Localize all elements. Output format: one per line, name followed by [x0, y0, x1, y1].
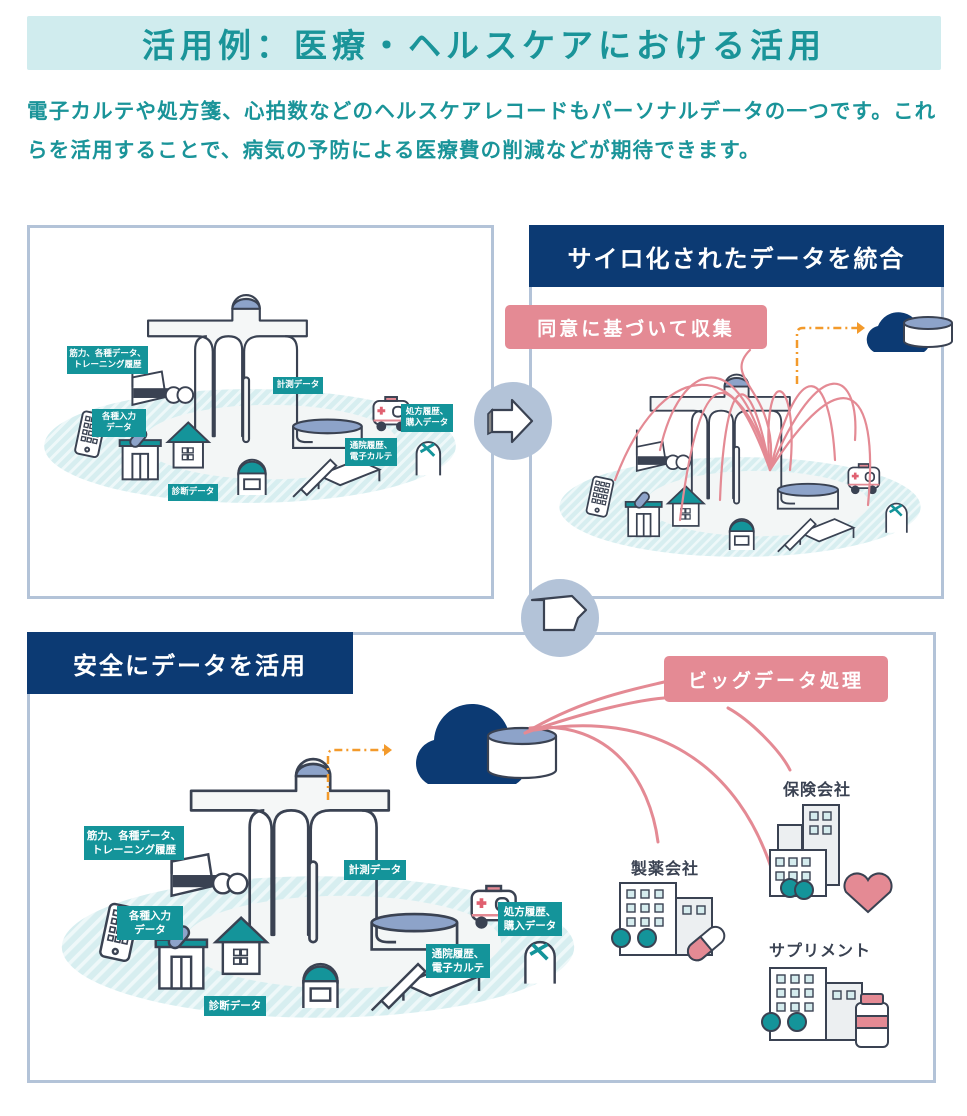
data-tag-prescription: 処方履歴、 購入データ — [498, 902, 562, 936]
tag-line: 筋力、各種データ、 — [69, 349, 146, 359]
data-tag-measurement: 計測データ — [344, 860, 406, 880]
capsule-icon — [686, 925, 726, 962]
arrow-down-left-icon — [530, 594, 588, 632]
tag-line: 電子カルテ — [349, 452, 393, 462]
data-tag-prescription: 処方履歴、 購入データ — [401, 404, 453, 432]
consent-collection-bubble: 同意に基づいて収集 — [505, 305, 767, 349]
data-tag-diagnosis: 診断データ — [168, 484, 218, 501]
data-distribution-lines — [523, 680, 792, 882]
data-tag-diagnosis: 診断データ — [204, 996, 266, 1016]
insurance-company-label: 保険会社 — [783, 780, 852, 799]
supplement-company-building-icon — [761, 967, 889, 1048]
heart-icon — [843, 872, 893, 914]
next-step-arrow-button — [521, 579, 599, 657]
tag-line: 各種入力 — [129, 910, 171, 922]
data-tag-measurement: 計測データ — [273, 377, 323, 394]
data-tag-training: 筋力、各種データ、 トレーニング履歴 — [67, 346, 148, 374]
utilize-panel-title: 安全にデータを活用 — [27, 632, 353, 694]
tag-line: データ — [134, 924, 166, 936]
arrow-right-icon — [490, 398, 534, 444]
tag-line: 診断データ — [171, 487, 215, 497]
tag-line: データ — [106, 423, 132, 433]
data-tag-input: 各種入力 データ — [92, 409, 146, 437]
page-title-bar: 活用例：医療・ヘルスケアにおける活用 — [27, 16, 941, 70]
data-tag-training: 筋力、各種データ、 トレーニング履歴 — [84, 826, 184, 860]
tag-line: 電子カルテ — [431, 962, 485, 974]
tag-line: 処方履歴、 — [503, 906, 557, 918]
supplement-company-label: サプリメント — [769, 941, 872, 960]
data-collection-arcs — [613, 348, 872, 522]
tag-line: トレーニング履歴 — [92, 844, 176, 856]
supplement-bottle-icon — [855, 993, 889, 1048]
data-tag-medical-record: 通院履歴、 電子カルテ — [426, 944, 490, 978]
page-title: 活用例：医療・ヘルスケアにおける活用 — [142, 26, 826, 65]
cloud-database-icon — [866, 312, 953, 352]
intro-text: 電子カルテや処方箋、心拍数などのヘルスケアレコードもパーソナルデータの一つです。… — [27, 99, 937, 162]
tag-line: トレーニング履歴 — [73, 360, 142, 370]
data-tag-input: 各種入力 データ — [117, 906, 183, 940]
next-step-arrow-button — [474, 382, 552, 460]
pharma-company-label: 製薬会社 — [631, 859, 700, 878]
upload-arrow-dashed — [326, 748, 384, 800]
tag-line: 通院履歴、 — [349, 441, 393, 451]
cloud-database-icon — [416, 703, 558, 784]
upload-arrow-dashed — [795, 326, 857, 384]
tag-line: 処方履歴、 — [405, 407, 449, 417]
integrate-panel-title: サイロ化されたデータを統合 — [529, 225, 944, 287]
tag-line: 筋力、各種データ、 — [86, 830, 182, 842]
tag-line: 購入データ — [405, 418, 449, 428]
tag-line: 計測データ — [276, 380, 320, 390]
big-data-processing-bubble: ビッグデータ処理 — [664, 656, 888, 702]
insurance-company-building-icon — [769, 804, 893, 914]
tag-line: 計測データ — [348, 864, 402, 876]
tag-line: 購入データ — [503, 920, 557, 932]
tag-line: 各種入力 — [101, 412, 136, 422]
tag-line: 通院履歴、 — [431, 948, 485, 960]
data-tag-medical-record: 通院履歴、 電子カルテ — [345, 438, 397, 466]
tag-line: 診断データ — [208, 1000, 262, 1012]
pharma-company-building-icon — [611, 882, 726, 962]
